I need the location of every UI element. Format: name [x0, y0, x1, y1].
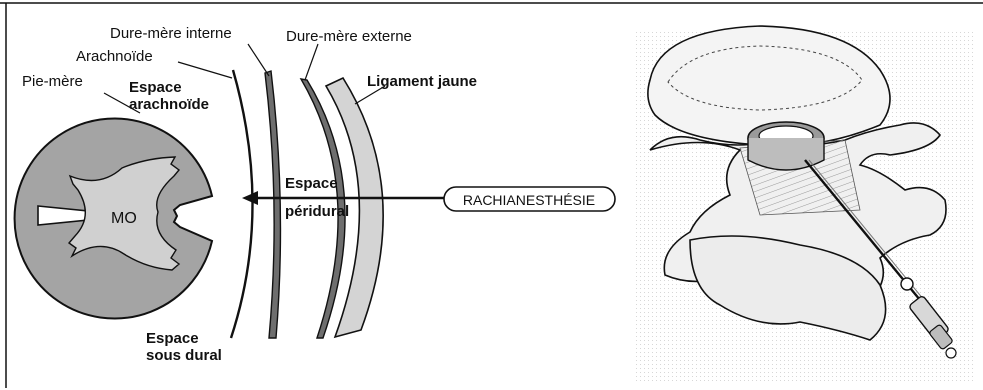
label-espace-arachnoide-line1: Espace — [129, 79, 182, 96]
label-espace-sous-dural-line2: sous dural — [146, 347, 222, 364]
leader-arachnoide — [178, 62, 232, 78]
label-espace-peridural-line1: Espace — [285, 175, 338, 192]
label-espace-arachnoide-line2: arachnoïde — [129, 96, 209, 113]
label-mo: MO — [111, 210, 137, 227]
label-espace-sous-dural-line1: Espace — [146, 330, 199, 347]
label-dure-mere-interne: Dure-mère interne — [110, 25, 232, 42]
label-arachnoide: Arachnoïde — [76, 48, 153, 65]
label-espace-peridural-line2: péridural — [285, 203, 349, 220]
label-rachianesthesie: RACHIANESTHÉSIE — [463, 192, 595, 208]
rachianesthesie-badge: RACHIANESTHÉSIE — [444, 187, 615, 211]
label-dure-mere-externe: Dure-mère externe — [286, 28, 412, 45]
pie-mere-membrane — [231, 70, 253, 338]
spinal-canal-ring — [748, 122, 824, 170]
lumbar-vertebra-illustration — [634, 26, 976, 382]
leader-dure-mere-externe — [305, 44, 318, 80]
dure-mere-interne-membrane — [265, 71, 280, 338]
leader-dure-mere-interne — [248, 44, 269, 76]
label-ligament-jaune: Ligament jaune — [367, 73, 477, 90]
cross-section-diagram: Dure-mère interne Dure-mère externe Arac… — [15, 25, 615, 364]
label-pie-mere: Pie-mère — [22, 73, 83, 90]
